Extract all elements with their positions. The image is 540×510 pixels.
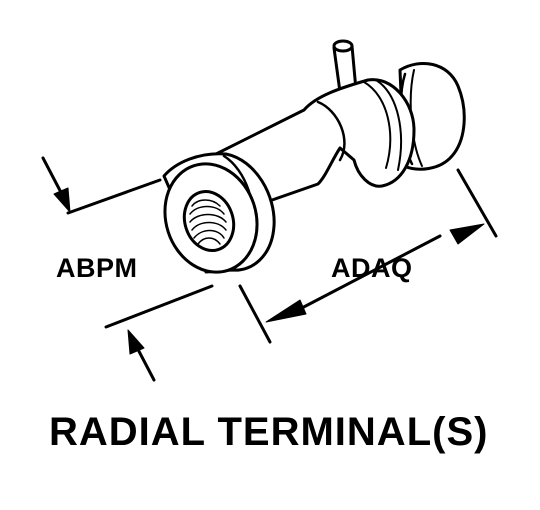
diagram-title: RADIAL TERMINAL(S)	[49, 410, 489, 454]
adaq-label: ADAQ	[331, 253, 413, 283]
threaded-hole	[189, 199, 227, 245]
adaq-dimension	[238, 168, 498, 344]
abpm-dimension	[41, 156, 214, 382]
front-cylinder	[162, 152, 276, 274]
abpm-label: ABPM	[56, 253, 138, 283]
